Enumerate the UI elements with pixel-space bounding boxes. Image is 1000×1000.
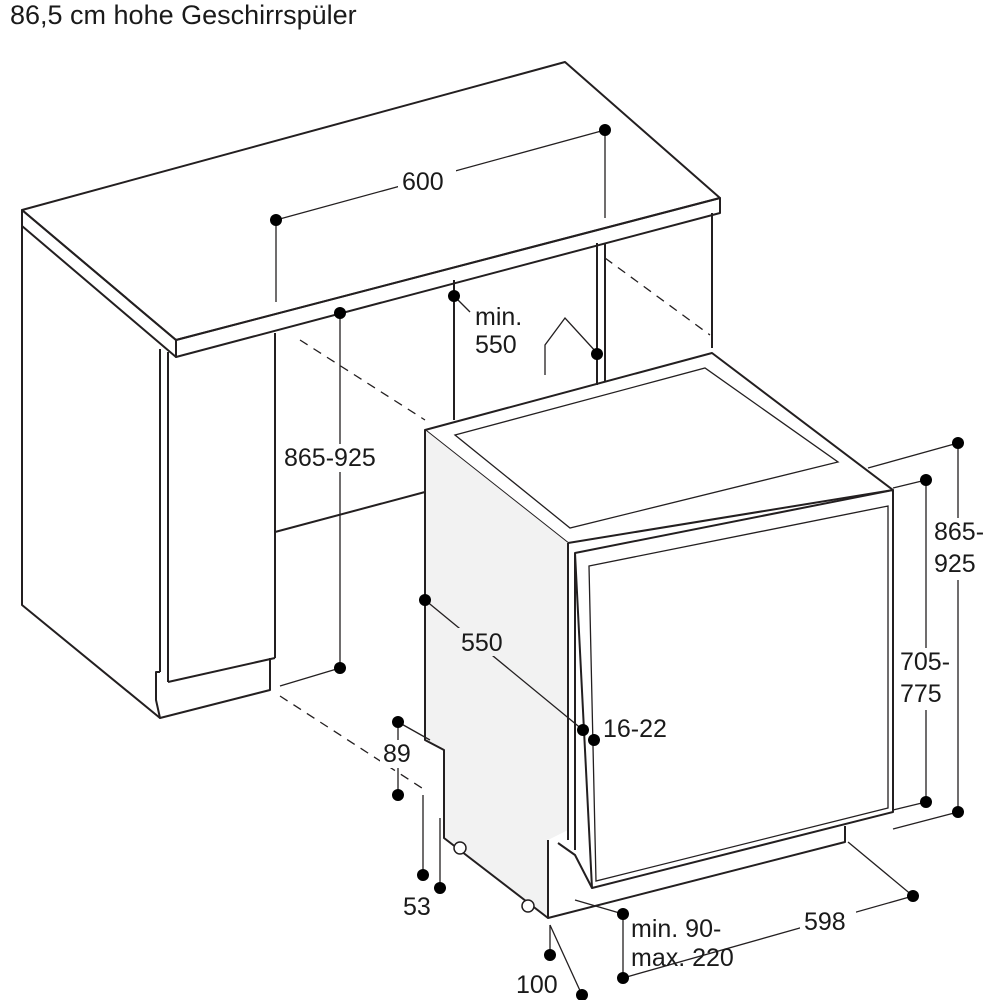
niche-floor-dashed-upper — [299, 339, 426, 421]
dim-dot — [544, 949, 556, 961]
dishwasher-top-inset — [453, 367, 840, 529]
dim-dot — [588, 734, 600, 746]
dim-dot — [599, 124, 611, 136]
dim-dot — [434, 882, 446, 894]
dim-ext-89 — [397, 721, 431, 741]
left-cabinet-plinth — [155, 658, 271, 719]
dim-dot — [392, 716, 404, 728]
left-cabinet-door-bottom — [167, 657, 276, 683]
label-bg — [900, 648, 952, 710]
label-bg — [380, 740, 416, 768]
label-door-height-line1: 705- — [900, 648, 950, 676]
dim-line-100-b — [549, 924, 583, 996]
dim-dot — [392, 789, 404, 801]
label-plinth-depth-line1: min. 90- — [631, 915, 721, 943]
dishwasher-door — [574, 489, 894, 889]
niche-back-bottom — [274, 491, 426, 533]
dishwasher-door-inner — [588, 505, 889, 882]
dishwasher-side-outline — [424, 430, 549, 919]
label-plinth-depth-line2: max. 220 — [631, 944, 734, 972]
dim-dot — [952, 806, 964, 818]
dimension-labels: 600 min. 550 865-925 550 16-22 865- 925 … — [282, 166, 984, 999]
dim-dot — [907, 890, 919, 902]
diagram-title: 86,5 cm hohe Geschirrspüler — [10, 0, 357, 30]
dim-ext-598-right — [847, 841, 914, 897]
label-niche-height: 865-925 — [284, 444, 376, 472]
dim-dot — [591, 348, 603, 360]
dimension-lines — [275, 129, 959, 996]
label-top-width: 600 — [402, 168, 444, 196]
label-bg — [398, 166, 456, 194]
dim-line-598 — [622, 895, 914, 979]
label-bg — [458, 628, 514, 656]
label-min-depth-line1: min. — [475, 303, 522, 331]
dim-dot — [920, 796, 932, 808]
dishwasher-plinth-corner — [557, 842, 593, 889]
dim-dot — [617, 908, 629, 920]
dishwasher-foot-front — [521, 899, 535, 913]
label-min-depth-line2: 550 — [475, 331, 517, 359]
label-plinth-height: 89 — [383, 740, 411, 768]
dim-dot — [334, 662, 346, 674]
dimension-endpoints — [270, 124, 964, 1000]
countertop-left-edge — [21, 209, 177, 358]
dim-dot — [334, 307, 346, 319]
dim-dot — [270, 214, 282, 226]
dim-dot — [577, 724, 589, 736]
label-front-width: 598 — [804, 908, 846, 936]
kitchen-cabinet — [21, 61, 721, 791]
label-door-height-line2: 775 — [900, 680, 942, 708]
countertop-front-edge — [175, 197, 721, 358]
niche-right-dashed — [604, 257, 711, 336]
dim-ext-598-left — [574, 899, 624, 915]
dim-dot — [448, 290, 460, 302]
dim-dot — [576, 989, 588, 1000]
label-right-height-line2: 925 — [934, 550, 976, 578]
label-bg — [601, 715, 675, 743]
label-side-depth: 550 — [461, 629, 503, 657]
label-foot-height: 53 — [403, 893, 431, 921]
dishwasher-side-fill — [425, 430, 568, 918]
dim-dot — [920, 474, 932, 486]
dim-ext-865-925-left — [279, 667, 341, 687]
dishwasher-foot-back — [453, 841, 467, 855]
dishwasher-plinth — [547, 826, 846, 919]
label-door-gap: 16-22 — [603, 715, 667, 743]
dim-dot — [419, 594, 431, 606]
label-right-height-line1: 865- — [934, 518, 984, 546]
dim-line-min550-b — [544, 316, 598, 375]
dim-dot — [617, 972, 629, 984]
label-plinth-offset: 100 — [516, 971, 558, 999]
label-bg — [930, 518, 976, 580]
left-cabinet-side — [21, 226, 161, 719]
dim-dot — [952, 437, 964, 449]
dim-ext-865-925-right-top — [867, 442, 959, 469]
label-bg — [282, 444, 388, 472]
dim-ext-865-925-right-bottom — [892, 811, 959, 830]
dim-line-550-side — [424, 599, 584, 731]
label-bg — [800, 906, 856, 934]
dishwasher — [424, 352, 894, 919]
dim-dot — [417, 869, 429, 881]
niche-floor-dashed-lower — [279, 695, 426, 791]
